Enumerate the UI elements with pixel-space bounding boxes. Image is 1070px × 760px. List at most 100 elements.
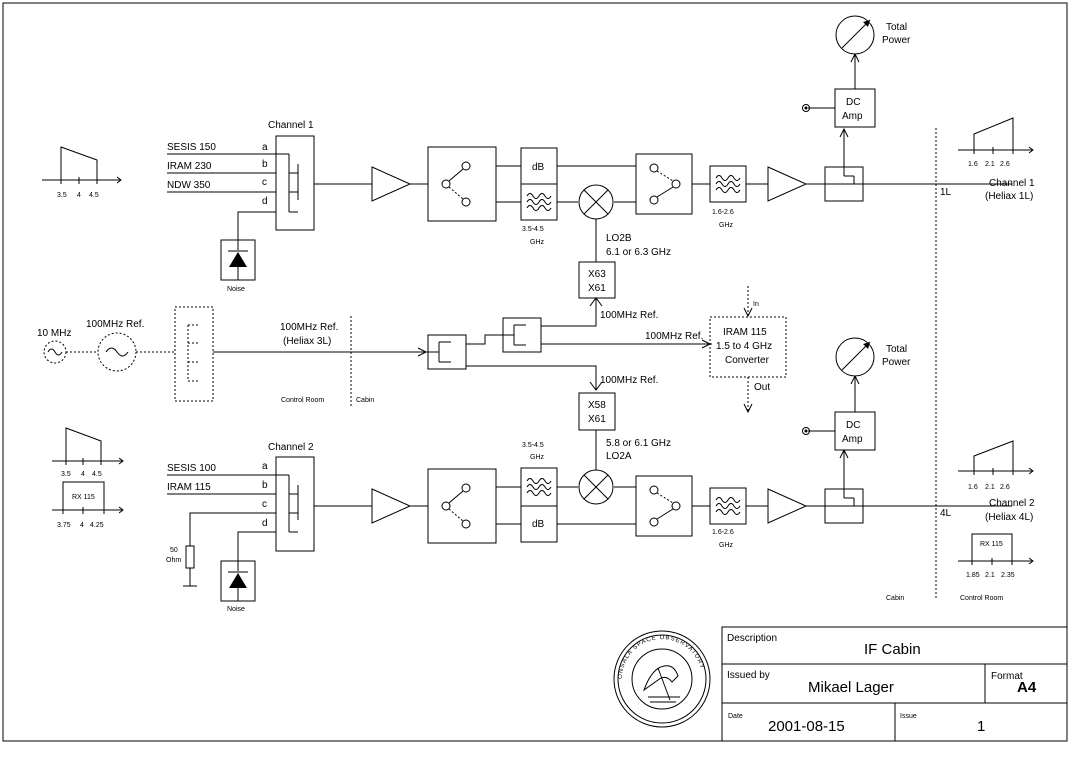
ch1-output-filter [709, 165, 747, 203]
ch2-output-spectrum: 1.6 2.1 2.6 [958, 440, 1034, 491]
ch1-port-c: c [262, 177, 267, 188]
ch1-noise-label: Noise [227, 286, 245, 293]
ch1-total-power-meter [835, 15, 875, 55]
ch1-switch-1 [427, 146, 497, 222]
ch2-out-rx-tick-2: 2.1 [985, 572, 995, 579]
ch2-atten-label: dB [532, 519, 545, 530]
ch1-input-a: SESIS 150 [167, 142, 216, 153]
ch1-amplifier-2 [767, 166, 807, 202]
issued-by-label: Issued by [727, 670, 770, 681]
ch2-cable: 4L [940, 508, 952, 519]
ch2-noise-label: Noise [227, 606, 245, 613]
ch1-cable: 1L [940, 187, 952, 198]
ch2-out-rx115-label: RX 115 [980, 541, 1003, 548]
ch1-out-tick-3: 2.6 [1000, 161, 1010, 168]
ch2-noise-diode [220, 560, 256, 602]
ch2-output-name: Channel 2 [989, 498, 1035, 509]
ref-osc-label: 100MHz Ref. [86, 319, 144, 330]
ch2-input-b: IRAM 115 [167, 482, 211, 493]
ch1-title: Channel 1 [268, 120, 314, 131]
observatory-seal-logo: ONSALA SPACE OBSERVATORY [613, 630, 711, 728]
ch1-atten-label: dB [532, 162, 545, 173]
zone-cabin-right: Cabin [886, 595, 904, 602]
ch1-tp-1: Total [886, 22, 907, 33]
ch1-input-b: IRAM 230 [167, 161, 212, 172]
ref-heliax-1: 100MHz Ref. [280, 322, 338, 333]
ch2-lo-name: LO2A [606, 451, 632, 462]
ch2-input-spectrum: 3.5 4 4.5 [52, 427, 124, 478]
ch1-dc-amp: DC Amp [834, 88, 876, 128]
ch1-port-a: a [262, 142, 268, 153]
reference-chain: 10 MHz 100MHz Ref. 100MHz Ref. (Heliax 3… [37, 286, 787, 414]
format-value: A4 [1017, 679, 1037, 696]
sheet-border [2, 2, 1068, 742]
title-block: Description IF Cabin Issued by Mikael La… [721, 626, 1068, 742]
converter-in: In [753, 301, 759, 308]
ch1-amplifier-1 [371, 166, 411, 202]
ch2-rx-tick-3: 4.25 [90, 522, 104, 529]
ch1-mixer [578, 184, 614, 220]
ch2-out-filter-unit: GHz [719, 542, 734, 549]
ch1-port-b: b [262, 159, 268, 170]
ch1-input-spectrum: 3.5 4 4.5 [42, 146, 122, 199]
ch2-rx115-label: RX 115 [72, 494, 95, 501]
ch2-output-heliax: (Heliax 4L) [985, 512, 1033, 523]
ch2-coupler [824, 480, 864, 524]
ch2-out-rx-tick-3: 2.35 [1001, 572, 1015, 579]
ch2-amplifier-1 [371, 488, 411, 524]
issue-label: Issue [900, 713, 917, 720]
ref-heliax-2: (Heliax 3L) [283, 336, 331, 347]
ch2-dc-amp: DC Amp [834, 411, 876, 451]
channel-2-chain: 3.5 4 4.5 RX 115 3.75 4 4.25 SESIS 100 I… [52, 337, 1035, 613]
ch1-filter-range: 3.5-4.5 [522, 226, 544, 233]
ch1-output-heliax: (Heliax 1L) [985, 191, 1033, 202]
ch2-out-filter-range: 1.6-2.6 [712, 529, 734, 536]
ch1-attenuator: dB [520, 147, 558, 185]
ch1-mult-a: X63 [588, 269, 606, 280]
ref-source-label: 10 MHz [37, 328, 71, 339]
ch1-out-tick-2: 2.1 [985, 161, 995, 168]
channel-1-chain: 3.5 4 4.5 SESIS 150 IRAM 230 NDW 350 a b… [42, 15, 1035, 299]
ch2-rx115-output-spectrum: RX 115 1.85 2.1 2.35 [958, 533, 1034, 579]
ch1-switch-2 [635, 153, 693, 215]
iram115-converter: IRAM 115 1.5 to 4 GHz Converter [709, 316, 787, 378]
ch2-tick-2: 4 [81, 471, 85, 478]
ch2-resistor-value: 50 [170, 547, 178, 554]
ch2-rx115-spectrum: RX 115 3.75 4 4.25 [52, 481, 124, 529]
converter-line-2: 1.5 to 4 GHz [716, 341, 772, 352]
ch2-out-rx-tick-1: 1.85 [966, 572, 980, 579]
ch1-coupler [824, 158, 864, 202]
ch1-out-tick-1: 1.6 [968, 161, 978, 168]
ch2-rx-tick-1: 3.75 [57, 522, 71, 529]
ch1-lo-freq: 6.1 or 6.3 GHz [606, 247, 671, 258]
ch2-tp-2: Power [882, 357, 911, 368]
ref-hybrid-1 [427, 334, 467, 370]
ch1-amp-label: Amp [842, 111, 863, 122]
ch2-title: Channel 2 [268, 442, 314, 453]
ch1-filter-unit: GHz [530, 239, 545, 246]
ch2-attenuator: dB [520, 505, 558, 543]
ch1-tick-2: 4 [77, 192, 81, 199]
ch2-lo-freq: 5.8 or 6.1 GHz [606, 438, 671, 449]
ref-splitter [174, 306, 214, 402]
ch2-total-power-meter [835, 337, 875, 377]
ch2-resistor-unit: Ohm [166, 557, 181, 564]
date-label: Date [728, 713, 743, 720]
ref-hybrid-2 [502, 317, 542, 353]
ch2-switch-1 [427, 468, 497, 544]
ref-to-ch2: 100MHz Ref. [600, 375, 658, 386]
date-value: 2001-08-15 [768, 718, 845, 735]
converter-line-1: IRAM 115 [723, 327, 767, 338]
ch1-out-filter-unit: GHz [719, 222, 734, 229]
ch1-output-name: Channel 1 [989, 178, 1035, 189]
description-value: IF Cabin [864, 641, 921, 658]
ch2-input-a: SESIS 100 [167, 463, 216, 474]
ch2-input-selector [275, 456, 315, 552]
ch2-tick-3: 4.5 [92, 471, 102, 478]
ch2-switch-2 [635, 475, 693, 537]
ch1-tick-3: 4.5 [89, 192, 99, 199]
ch2-out-tick-2: 2.1 [985, 484, 995, 491]
ch1-output-spectrum: 1.6 2.1 2.6 [958, 117, 1034, 168]
ch2-port-b: b [262, 480, 268, 491]
